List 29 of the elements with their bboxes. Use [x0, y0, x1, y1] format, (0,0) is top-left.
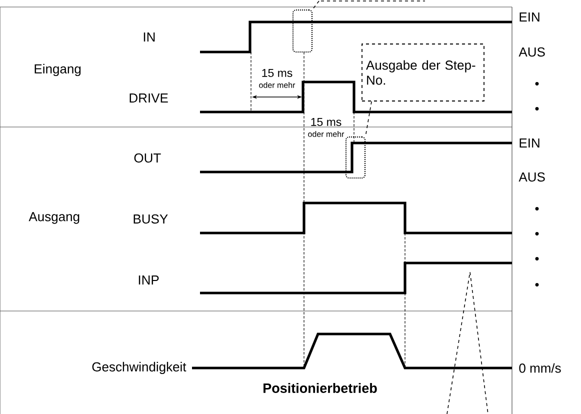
dot: •	[535, 256, 539, 260]
signal-name: OUT	[134, 153, 161, 163]
signal-name: IN	[144, 32, 155, 42]
mode-label: Positionierbetrieb	[264, 383, 377, 393]
signal-name: BUSY	[134, 214, 168, 224]
signal-name: Geschwindigkeit	[92, 362, 186, 374]
group-label: Eingang	[34, 64, 81, 76]
timing-label: oder mehr	[259, 82, 296, 88]
unit-label: 0 mm/s	[519, 363, 561, 373]
dot: •	[535, 206, 539, 210]
highlight-box	[292, 10, 312, 52]
state-label: AUS	[518, 172, 545, 182]
leader-line	[365, 101, 372, 137]
group-label: Ausgang	[28, 212, 80, 224]
highlight-box	[346, 136, 366, 178]
leader-line	[312, 0, 320, 10]
dot: •	[535, 106, 539, 110]
dot: •	[535, 82, 539, 86]
callout-box: Ausgabe der Step-No.	[362, 44, 484, 102]
dot: •	[535, 232, 539, 236]
timing-label: 15 ms	[262, 69, 292, 77]
signal-name: INP	[138, 276, 159, 284]
timing-label: 15 ms	[311, 118, 342, 126]
state-label: EIN	[520, 12, 540, 22]
dot: •	[535, 282, 539, 286]
timing-label: oder mehr	[308, 131, 344, 137]
state-label: EIN	[520, 138, 540, 148]
signal-name: DRIVE	[130, 94, 168, 102]
state-label: AUS	[518, 47, 545, 57]
